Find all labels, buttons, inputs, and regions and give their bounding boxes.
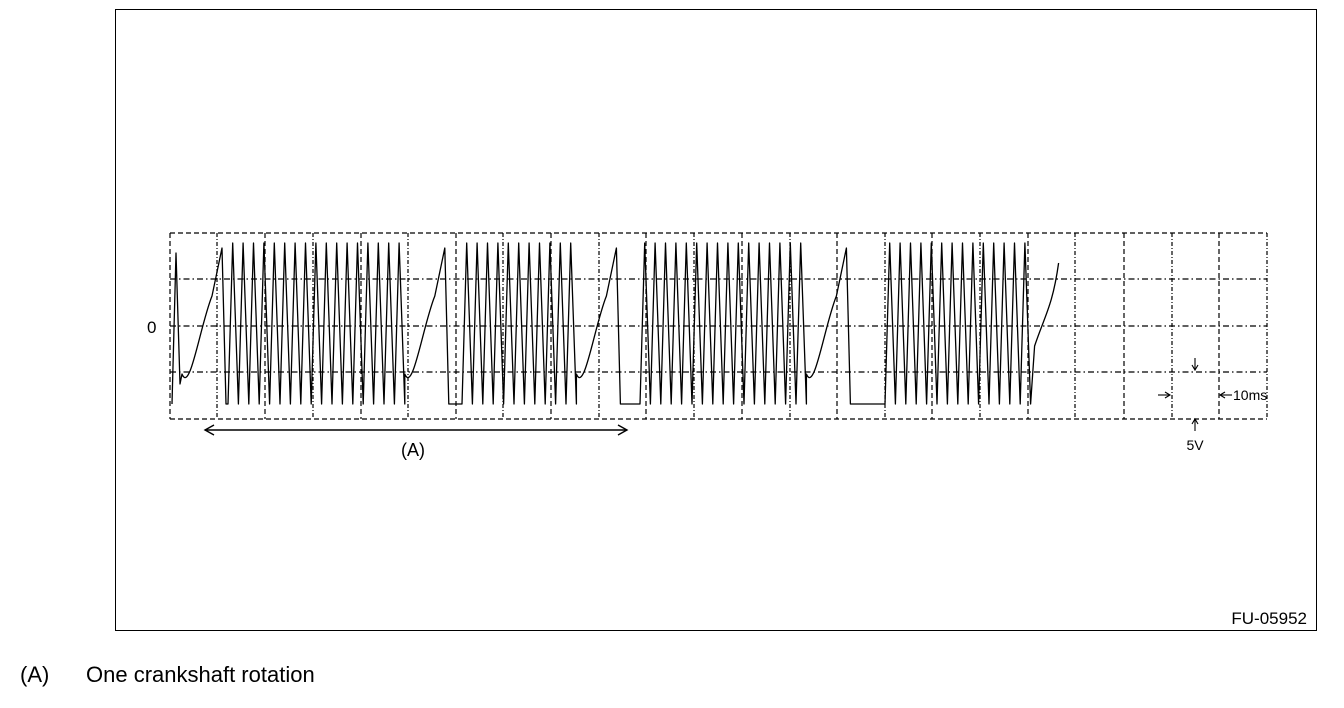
crank-sensor-waveform [171, 242, 1060, 405]
legend-text: One crankshaft rotation [86, 662, 315, 687]
voltage-scale-label: 5V [1186, 437, 1204, 453]
oscilloscope-grid [169, 232, 1268, 420]
voltage-scale-marker [1191, 358, 1199, 431]
figure-id-code: FU-05952 [1231, 609, 1307, 628]
legend: (A) One crankshaft rotation [20, 662, 315, 688]
zero-level-label: 0 [147, 318, 156, 337]
span-label: (A) [401, 440, 425, 460]
legend-key: (A) [20, 662, 50, 687]
time-scale-marker [1158, 391, 1232, 399]
crankshaft-rotation-span-arrow [203, 424, 629, 436]
time-scale-label: 10ms [1233, 387, 1267, 403]
figure-frame [115, 9, 1317, 631]
